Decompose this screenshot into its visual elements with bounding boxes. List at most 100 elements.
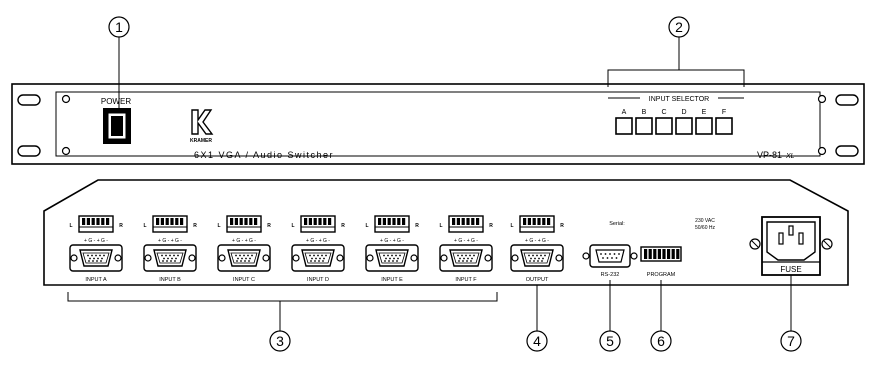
dip-key[interactable]	[662, 249, 666, 259]
input-vga-port[interactable]	[365, 244, 419, 272]
dip-key[interactable]	[653, 249, 657, 259]
callout-circle	[108, 16, 130, 38]
input-label: INPUT C	[233, 277, 255, 283]
input-audio-terminal[interactable]	[448, 215, 484, 233]
terminal-pin-labels: + G - + G -	[306, 238, 330, 244]
selector-button-b[interactable]: B	[635, 109, 653, 135]
callout-4: 4	[526, 330, 548, 352]
input-connector-group-b: L R + G - + G - INPUT B	[143, 215, 197, 283]
selector-button-f[interactable]: F	[715, 109, 733, 135]
panel-screw	[61, 94, 827, 156]
callout-7: 7	[780, 330, 802, 352]
callout-number: 6	[657, 333, 665, 349]
input-selector-label: INPUT SELECTOR	[649, 96, 709, 103]
dip-key[interactable]	[676, 249, 680, 259]
callout-3: 3	[269, 330, 291, 352]
rs232-label: RS-232	[601, 272, 620, 278]
selector-button-face[interactable]	[655, 117, 673, 135]
dip-key[interactable]	[667, 249, 671, 259]
input-vga-port[interactable]	[439, 244, 493, 272]
output-terminal-left: L	[510, 223, 513, 229]
selector-button-face[interactable]	[615, 117, 633, 135]
selector-button-face[interactable]	[695, 117, 713, 135]
callout-1: 1	[108, 16, 130, 38]
terminal-pin-labels: + G - + G -	[84, 238, 108, 244]
selector-button-label: F	[722, 109, 726, 116]
input-connector-group-a: L R + G - + G - INPUT A	[69, 215, 123, 283]
terminal-right-label: R	[489, 223, 493, 229]
terminal-pin-labels: + G - + G -	[158, 238, 182, 244]
callout-circle	[780, 330, 802, 352]
kramer-logo-text: KRAMER	[190, 138, 212, 144]
callout-number: 5	[606, 333, 614, 349]
kramer-logo: KRAMER	[190, 109, 214, 144]
power-label: POWER	[101, 97, 131, 106]
callout-number: 7	[787, 333, 795, 349]
ac-power-inlet[interactable]	[749, 216, 833, 276]
callout-circle	[668, 16, 690, 38]
input-audio-terminal[interactable]	[226, 215, 262, 233]
terminal-pin-labels: + G - + G -	[232, 238, 256, 244]
front-panel: POWER KRAMER 6X1 VGA / Audio Switcher VP…	[11, 83, 865, 165]
serial-label: Serial:	[609, 221, 625, 227]
callout-number: 1	[115, 19, 123, 35]
callout-circle	[599, 330, 621, 352]
input-label: INPUT F	[455, 277, 477, 283]
input-vga-port[interactable]	[217, 244, 271, 272]
terminal-right-label: R	[341, 223, 345, 229]
power-switch[interactable]	[103, 108, 131, 144]
model-number: VP-81	[757, 150, 782, 160]
selector-button-face[interactable]	[635, 117, 653, 135]
power-rating-line2: 50/60 Hz	[695, 225, 716, 231]
program-label: PROGRAM	[647, 272, 676, 278]
terminal-right-label: R	[267, 223, 271, 229]
selector-button-face[interactable]	[715, 117, 733, 135]
model-suffix: XL	[785, 153, 795, 160]
serial-group: Serial: RS-232	[582, 221, 638, 278]
terminal-left-label: L	[439, 223, 442, 229]
dip-key[interactable]	[644, 249, 648, 259]
input-vga-port[interactable]	[69, 244, 123, 272]
terminal-left-label: L	[69, 223, 72, 229]
rack-mount-slot	[17, 94, 859, 157]
selector-button-a[interactable]: A	[615, 109, 633, 135]
dip-key[interactable]	[648, 249, 652, 259]
model-label: VP-81 XL	[757, 150, 795, 160]
power-rating-line1: 230 VAC	[695, 218, 715, 224]
program-dip-switch[interactable]	[640, 246, 682, 262]
input-audio-terminal[interactable]	[78, 215, 114, 233]
input-audio-terminal[interactable]	[300, 215, 336, 233]
selector-button-face[interactable]	[675, 117, 693, 135]
output-connector-group: L R + G - + G - OUTPUT	[510, 215, 564, 283]
terminal-right-label: R	[193, 223, 197, 229]
selector-button-label: A	[622, 109, 627, 116]
dip-key[interactable]	[671, 249, 675, 259]
input-vga-port[interactable]	[291, 244, 345, 272]
callout-circle	[650, 330, 672, 352]
selector-button-e[interactable]: E	[695, 109, 713, 135]
input-label: INPUT E	[381, 277, 403, 283]
input-audio-terminal[interactable]	[152, 215, 188, 233]
terminal-right-label: R	[119, 223, 123, 229]
selector-button-c[interactable]: C	[655, 109, 673, 135]
selector-button-d[interactable]: D	[675, 109, 693, 135]
terminal-pin-labels: + G - + G -	[380, 238, 404, 244]
input-audio-terminal[interactable]	[374, 215, 410, 233]
selector-button-label: B	[642, 109, 647, 116]
input-vga-port[interactable]	[143, 244, 197, 272]
input-label: INPUT A	[85, 277, 107, 283]
output-vga-port[interactable]	[510, 244, 564, 272]
terminal-left-label: L	[291, 223, 294, 229]
terminal-left-label: L	[143, 223, 146, 229]
dip-key[interactable]	[657, 249, 661, 259]
callout-number: 3	[276, 333, 284, 349]
terminal-right-label: R	[415, 223, 419, 229]
input-label: INPUT B	[159, 277, 181, 283]
rs232-port[interactable]	[582, 244, 638, 268]
callout-2: 2	[668, 16, 690, 38]
output-terminal-right: R	[560, 223, 564, 229]
selector-button-label: E	[702, 109, 707, 116]
